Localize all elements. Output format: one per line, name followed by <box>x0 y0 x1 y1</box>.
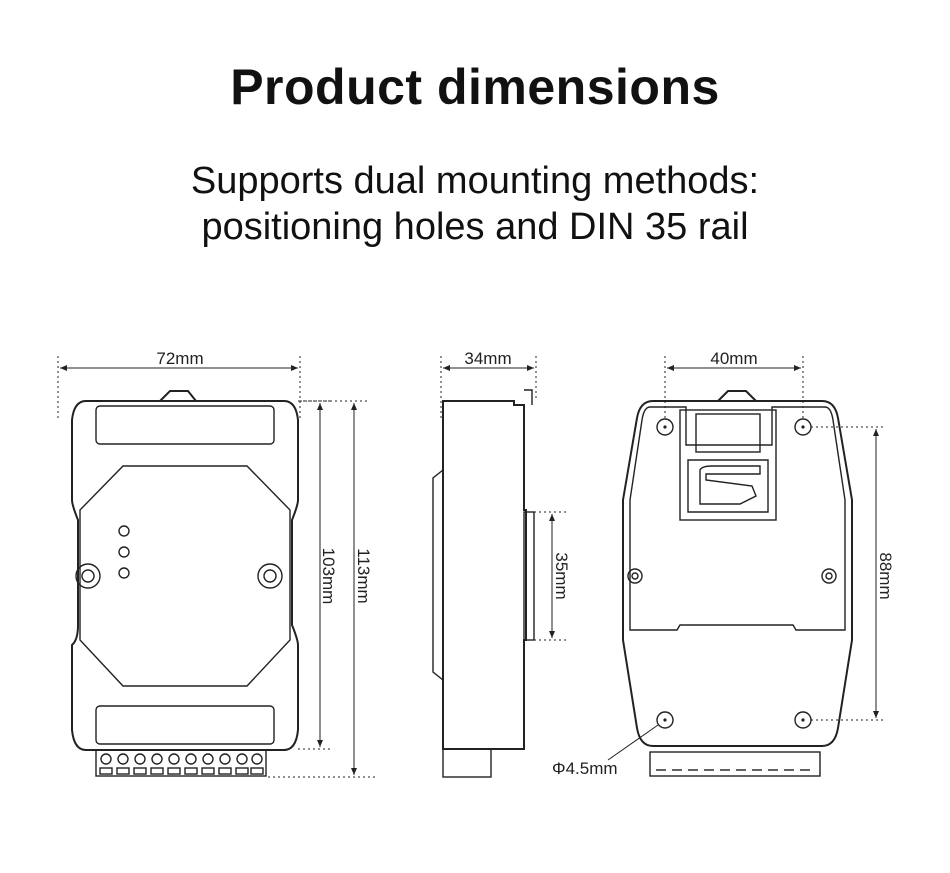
back-hole-top-left <box>656 418 674 436</box>
front-total-height-label: 113mm <box>354 548 373 603</box>
page-subtitle: Supports dual mounting methods: position… <box>0 158 950 250</box>
back-hole-bottom-right <box>794 711 812 729</box>
front-view: 72mm 103mm 113mm <box>57 349 376 778</box>
front-center-panel <box>79 465 291 687</box>
front-screw-left <box>75 563 101 589</box>
led-indicator-1 <box>118 525 130 537</box>
back-terminal-block <box>649 751 821 777</box>
led-indicator-3 <box>118 567 130 579</box>
front-terminal-block <box>95 749 267 777</box>
back-hole-spacing-label: 40mm <box>710 349 757 368</box>
front-top-clip <box>159 390 197 402</box>
side-terminal-block <box>442 748 492 778</box>
front-top-window <box>95 405 275 445</box>
back-hole-top-right <box>794 418 812 436</box>
subtitle-line-2: positioning holes and DIN 35 rail <box>201 206 749 248</box>
side-depth-label: 34mm <box>464 349 511 368</box>
back-screw-left <box>627 568 643 584</box>
back-body-outline <box>622 400 853 747</box>
side-front-face <box>432 469 444 681</box>
back-hole-diameter-label: Φ4.5mm <box>552 759 618 778</box>
back-hole-diameter-leader <box>607 724 659 761</box>
back-din-latch-upper <box>695 413 761 453</box>
front-screw-right <box>257 563 283 589</box>
back-hole-vertical-label: 88mm <box>876 552 895 599</box>
side-body-outline <box>442 400 527 750</box>
front-body-outline <box>71 400 299 751</box>
back-din-spring <box>687 459 769 513</box>
side-view: 34mm 35mm <box>432 349 571 778</box>
subtitle-line-1: Supports dual mounting methods: <box>190 160 760 202</box>
page-title: Product dimensions <box>230 59 720 115</box>
back-screw-right <box>821 568 837 584</box>
front-terminal-screws <box>99 753 264 775</box>
back-view: 40mm 88mm Φ4.5mm <box>552 349 895 778</box>
front-width-label: 72mm <box>156 349 203 368</box>
side-rail-label: 35mm <box>552 552 571 599</box>
back-inner-rim <box>629 406 846 631</box>
led-indicator-2 <box>118 546 130 558</box>
side-clip <box>524 389 533 405</box>
front-body-height-label: 103mm <box>319 548 338 605</box>
back-din-latch-frame <box>679 409 777 521</box>
front-bottom-window <box>95 705 275 745</box>
back-top-clip <box>717 390 757 402</box>
side-rail-channel <box>523 511 535 641</box>
back-hole-bottom-left <box>656 711 674 729</box>
